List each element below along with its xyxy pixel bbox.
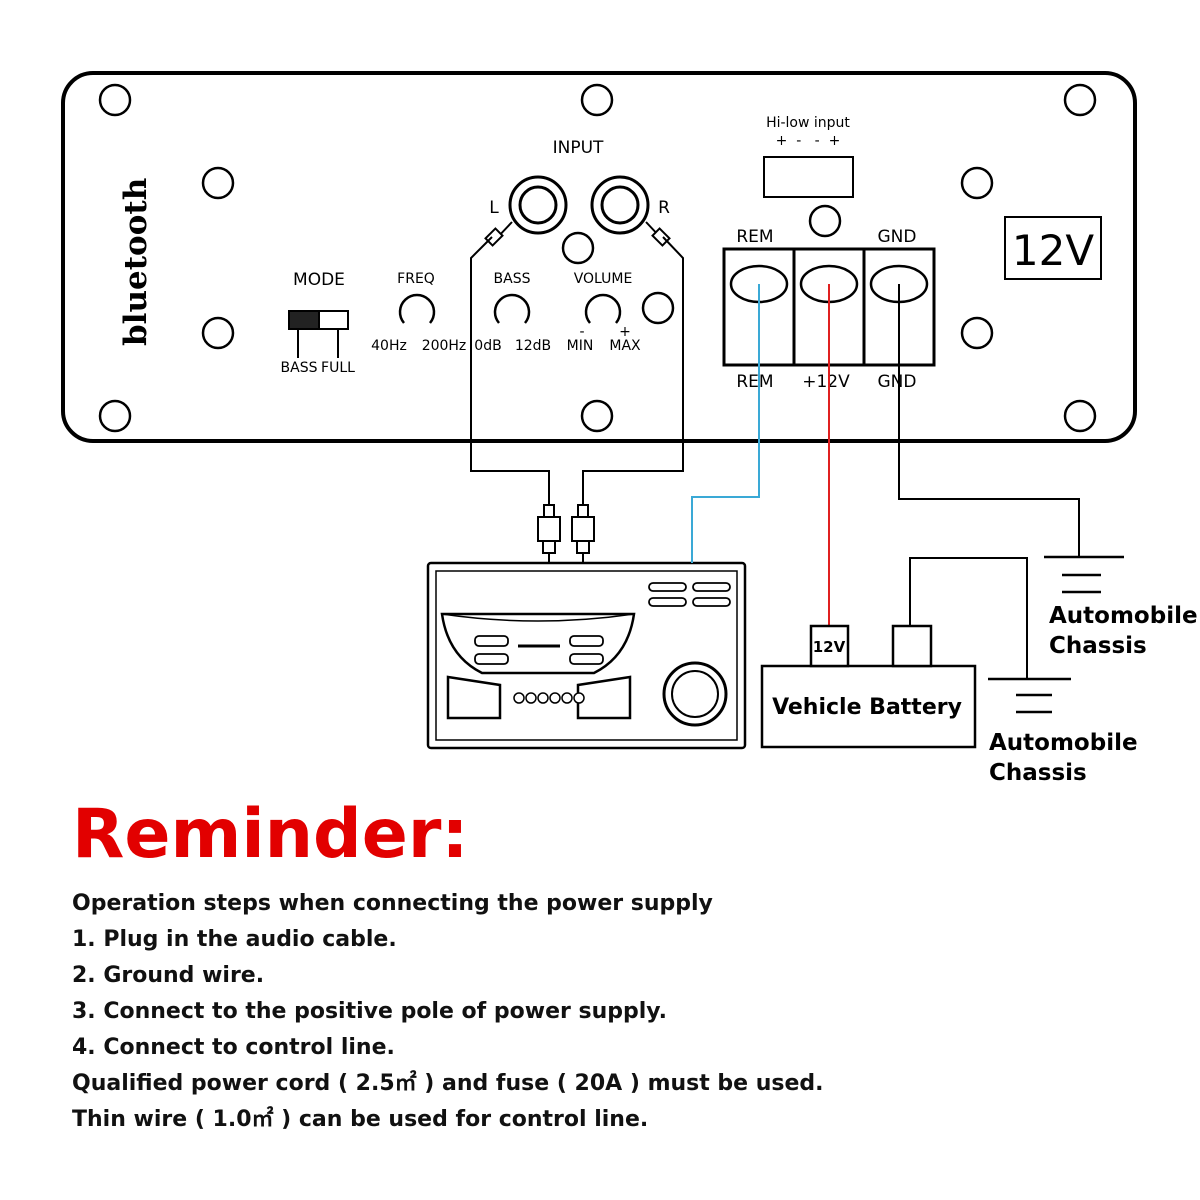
mount-hole xyxy=(580,399,614,433)
reminder-steps: Operation steps when connecting the powe… xyxy=(72,886,1172,1138)
reminder-intro: Operation steps when connecting the powe… xyxy=(72,891,713,916)
rca-plug-icon xyxy=(571,504,595,563)
freq-max-label: 200Hz xyxy=(422,338,467,354)
mode-label: MODE xyxy=(293,270,345,290)
volume-min-sign: - xyxy=(579,324,584,340)
reminder-title: Reminder: xyxy=(72,795,469,874)
mode-switch[interactable] xyxy=(288,310,349,358)
terminal-top-gnd: GND xyxy=(878,227,917,247)
amplifier-panel: bluetooth MODE BASS FULL FREQ 40Hz 200Hz… xyxy=(61,71,1137,443)
chassis-label-upper-line1: Automobile xyxy=(1049,603,1198,629)
mount-hole xyxy=(98,399,132,433)
reminder-note-control-wire: Thin wire ( 1.0㎡ ) can be used for contr… xyxy=(72,1107,649,1132)
battery-negative-terminal xyxy=(891,624,933,668)
reminder-step-4: 4. Connect to control line. xyxy=(72,1035,395,1060)
bass-label: BASS xyxy=(494,271,531,287)
screw-hole xyxy=(561,231,595,265)
terminal-bottom-12v: +12V xyxy=(802,372,850,392)
screw-hole xyxy=(641,291,675,325)
battery-label: Vehicle Battery xyxy=(772,695,962,720)
hi-low-connector[interactable] xyxy=(763,156,854,198)
hi-low-label: Hi-low input xyxy=(766,115,850,131)
audio-cables xyxy=(470,236,684,505)
mode-option-bass: BASS xyxy=(281,360,318,376)
terminal-bottom-gnd: GND xyxy=(878,372,917,392)
mount-hole xyxy=(1063,83,1097,117)
battery-positive-terminal xyxy=(809,624,850,668)
wiring-diagram: bluetooth MODE BASS FULL FREQ 40Hz 200Hz… xyxy=(61,71,1198,786)
chassis-label-lower-line1: Automobile xyxy=(989,730,1138,756)
freq-knob[interactable] xyxy=(398,293,436,324)
volume-max-sign: + xyxy=(619,324,631,340)
reminder-section: Reminder: Operation steps when connectin… xyxy=(72,790,1172,1138)
reminder-step-2: 2. Ground wire. xyxy=(72,963,265,988)
screw-hole xyxy=(960,316,994,350)
ground-wire xyxy=(898,284,1080,557)
chassis-label-lower-line2: Chassis xyxy=(989,760,1087,786)
reminder-note-power-cord: Qualified power cord ( 2.5㎡ ) and fuse (… xyxy=(72,1071,824,1096)
voltage-badge-text: 12V xyxy=(1012,226,1094,275)
ground-symbol-icon xyxy=(988,677,1071,714)
terminal-bottom-rem: REM xyxy=(736,372,773,392)
bass-max-label: 12dB xyxy=(515,338,551,354)
chassis-label-upper-line2: Chassis xyxy=(1049,633,1147,659)
screw-hole xyxy=(808,204,842,238)
hi-low-polarity: + - - + xyxy=(776,133,841,149)
volume-min-label: MIN xyxy=(567,338,594,354)
input-label: INPUT xyxy=(553,138,604,158)
mount-hole xyxy=(1063,399,1097,433)
input-right-label: R xyxy=(658,198,670,218)
bass-knob[interactable] xyxy=(493,293,531,324)
screw-hole xyxy=(201,166,235,200)
bluetooth-label: bluetooth xyxy=(118,178,154,346)
volume-knob[interactable] xyxy=(584,293,622,324)
rca-jack-right[interactable] xyxy=(590,175,650,235)
screw-hole xyxy=(960,166,994,200)
freq-min-label: 40Hz xyxy=(371,338,407,354)
rca-plug-icon xyxy=(537,504,561,563)
freq-label: FREQ xyxy=(397,271,435,287)
rca-plug-left-icon xyxy=(484,221,513,247)
rem-wire xyxy=(691,284,760,563)
reminder-step-3: 3. Connect to the positive pole of power… xyxy=(72,999,667,1024)
volume-label: VOLUME xyxy=(574,271,633,287)
ground-symbol-icon xyxy=(1044,555,1124,594)
bass-min-label: 0dB xyxy=(474,338,501,354)
battery-ground-wire xyxy=(909,557,1028,679)
battery-positive-label: 12V xyxy=(813,638,846,656)
head-unit xyxy=(426,561,747,750)
mount-hole xyxy=(580,83,614,117)
rca-jack-left[interactable] xyxy=(508,175,568,235)
volume-max-label: MAX xyxy=(609,338,641,354)
reminder-step-1: 1. Plug in the audio cable. xyxy=(72,927,397,952)
rca-plug-right-icon xyxy=(645,221,671,247)
screw-hole xyxy=(201,316,235,350)
voltage-badge xyxy=(1004,216,1102,280)
terminal-top-rem: REM xyxy=(736,227,773,247)
input-left-label: L xyxy=(489,198,499,218)
vehicle-battery xyxy=(760,624,977,749)
mode-option-full: FULL xyxy=(321,360,355,376)
mount-hole xyxy=(98,83,132,117)
